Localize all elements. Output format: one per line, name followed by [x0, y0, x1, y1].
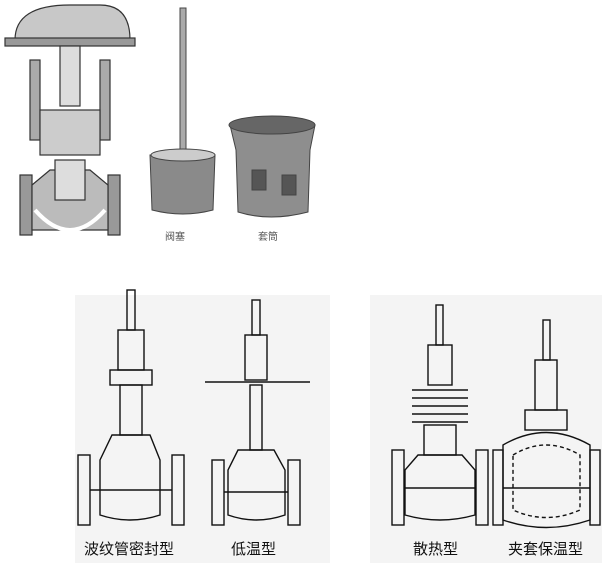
valve-plug-label: 阀塞 — [165, 232, 185, 243]
bellows-seal-label: 波纹管密封型 — [84, 540, 175, 558]
heat-dissipation-label: 散热型 — [413, 540, 459, 558]
low-temperature-label: 低温型 — [231, 540, 277, 558]
bellows-seal-valve-drawing — [77, 289, 185, 526]
jacketed-label: 夹套保温型 — [508, 540, 584, 558]
sleeve-label: 套筒 — [258, 232, 278, 243]
low-temperature-valve-drawing — [205, 299, 310, 526]
heat-dissipation-valve-drawing — [391, 304, 489, 526]
valve-plug-image — [149, 7, 216, 215]
right-diagram-panel — [370, 295, 602, 563]
sleeve-image — [228, 115, 316, 218]
control-valve-cutaway — [4, 4, 136, 236]
jacketed-valve-drawing — [492, 319, 601, 529]
